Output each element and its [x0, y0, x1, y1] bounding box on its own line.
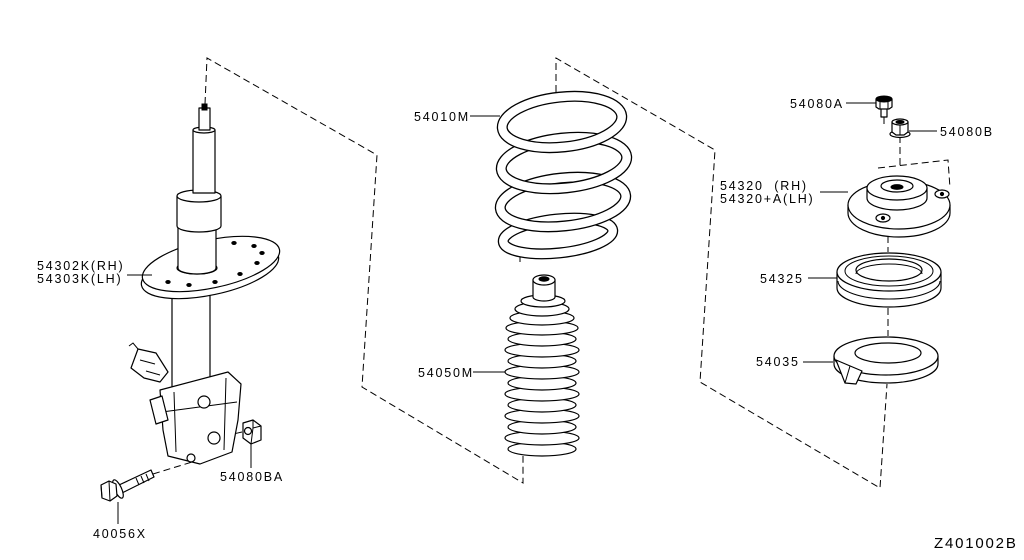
spring-seat-tab — [835, 359, 863, 385]
lower-bolt-hole — [207, 431, 221, 445]
callout-knuckle-nut[interactable]: 54080BA — [220, 470, 284, 484]
piston-rod-end-mark — [201, 103, 208, 111]
knuckle-bolt-threads — [135, 473, 150, 486]
plate-hole — [186, 283, 192, 287]
knuckle-nut — [242, 419, 262, 445]
strut-dust-collar — [176, 195, 222, 233]
strut-bearing — [836, 252, 942, 308]
spring-seat-plate-holes — [165, 241, 265, 287]
strut-mount-center-core — [890, 184, 904, 190]
leader-lines — [117, 102, 937, 524]
upper-bolt-hole — [197, 395, 211, 409]
knuckle-bolt — [100, 469, 155, 502]
bearing-inner-wall — [855, 263, 923, 275]
callout-strut-rh[interactable]: 54302K(RH) — [37, 259, 124, 273]
knuckle-bolt-head-facet — [100, 480, 111, 502]
plate-hole — [165, 280, 171, 284]
strut-upper-body — [177, 224, 217, 275]
bumper-boot — [504, 274, 580, 457]
spring-seat — [833, 336, 939, 385]
mount-guide-line — [877, 159, 951, 189]
callout-strut-mount-rh[interactable]: 54320 (RH) — [720, 179, 808, 193]
callout-knuckle-bolt[interactable]: 40056X — [93, 527, 147, 541]
callout-bumper-boot[interactable]: 54050M — [418, 366, 474, 380]
strut-mount — [847, 175, 951, 238]
callout-strut-lh[interactable]: 54303K(LH) — [37, 272, 122, 286]
callout-mount-bolt[interactable]: 54080A — [790, 97, 844, 111]
mount-nut — [889, 118, 911, 139]
dashed-guides — [152, 57, 951, 489]
bracket-hole — [186, 453, 196, 463]
strut-mount-stud-center — [880, 215, 886, 221]
brake-hose-bracket-detail — [128, 342, 161, 376]
knuckle-bracket-flange — [161, 377, 238, 453]
knuckle-bracket — [159, 371, 242, 465]
mount-bolt — [875, 95, 893, 118]
mount-bolt-head-top — [875, 95, 893, 103]
plate-hole — [237, 272, 243, 276]
callout-bearing[interactable]: 54325 — [760, 272, 804, 286]
knuckle-nut-facet — [250, 420, 262, 445]
callout-coil-spring[interactable]: 54010M — [414, 110, 470, 124]
spring-guide-line — [555, 57, 888, 489]
plate-hole — [212, 280, 218, 284]
spring-coil-inner — [496, 173, 630, 231]
knuckle-bolt-guide-line — [152, 461, 193, 475]
callout-labels: 54302K(RH) 54303K(LH) 54010M 54050M 5408… — [37, 97, 1018, 552]
strut-guide-line — [204, 57, 524, 484]
callout-mount-nut[interactable]: 54080B — [940, 125, 994, 139]
figure-code: Z401002B — [934, 535, 1018, 552]
spring-seat-tab-edge — [844, 365, 851, 384]
bumper-knob — [532, 279, 556, 302]
knuckle-bracket-tab — [149, 395, 169, 425]
mount-nut-hole — [895, 120, 905, 124]
spring-coil-inner — [499, 213, 617, 259]
coil-spring — [494, 90, 633, 260]
bearing-groove — [837, 280, 941, 300]
spring-coil-inner — [497, 133, 631, 193]
piston-rod-tip — [198, 107, 211, 131]
strut-assembly — [128, 103, 281, 465]
plate-hole — [254, 261, 260, 265]
spring-coil-inner — [498, 92, 626, 152]
piston-rod — [192, 129, 216, 194]
callout-strut-mount-lh[interactable]: 54320+A(LH) — [720, 192, 815, 206]
callout-spring-seat[interactable]: 54035 — [756, 355, 800, 369]
knuckle-nut-hole — [243, 426, 253, 436]
plate-hole — [259, 251, 265, 255]
bumper-knob-hole — [538, 276, 550, 282]
plate-hole — [231, 241, 237, 245]
bearing-hole — [855, 258, 923, 282]
plate-hole — [251, 244, 257, 248]
spring-seat-hole — [854, 342, 922, 364]
strut-mount-stud-center — [939, 191, 945, 197]
bearing-race — [844, 255, 934, 287]
